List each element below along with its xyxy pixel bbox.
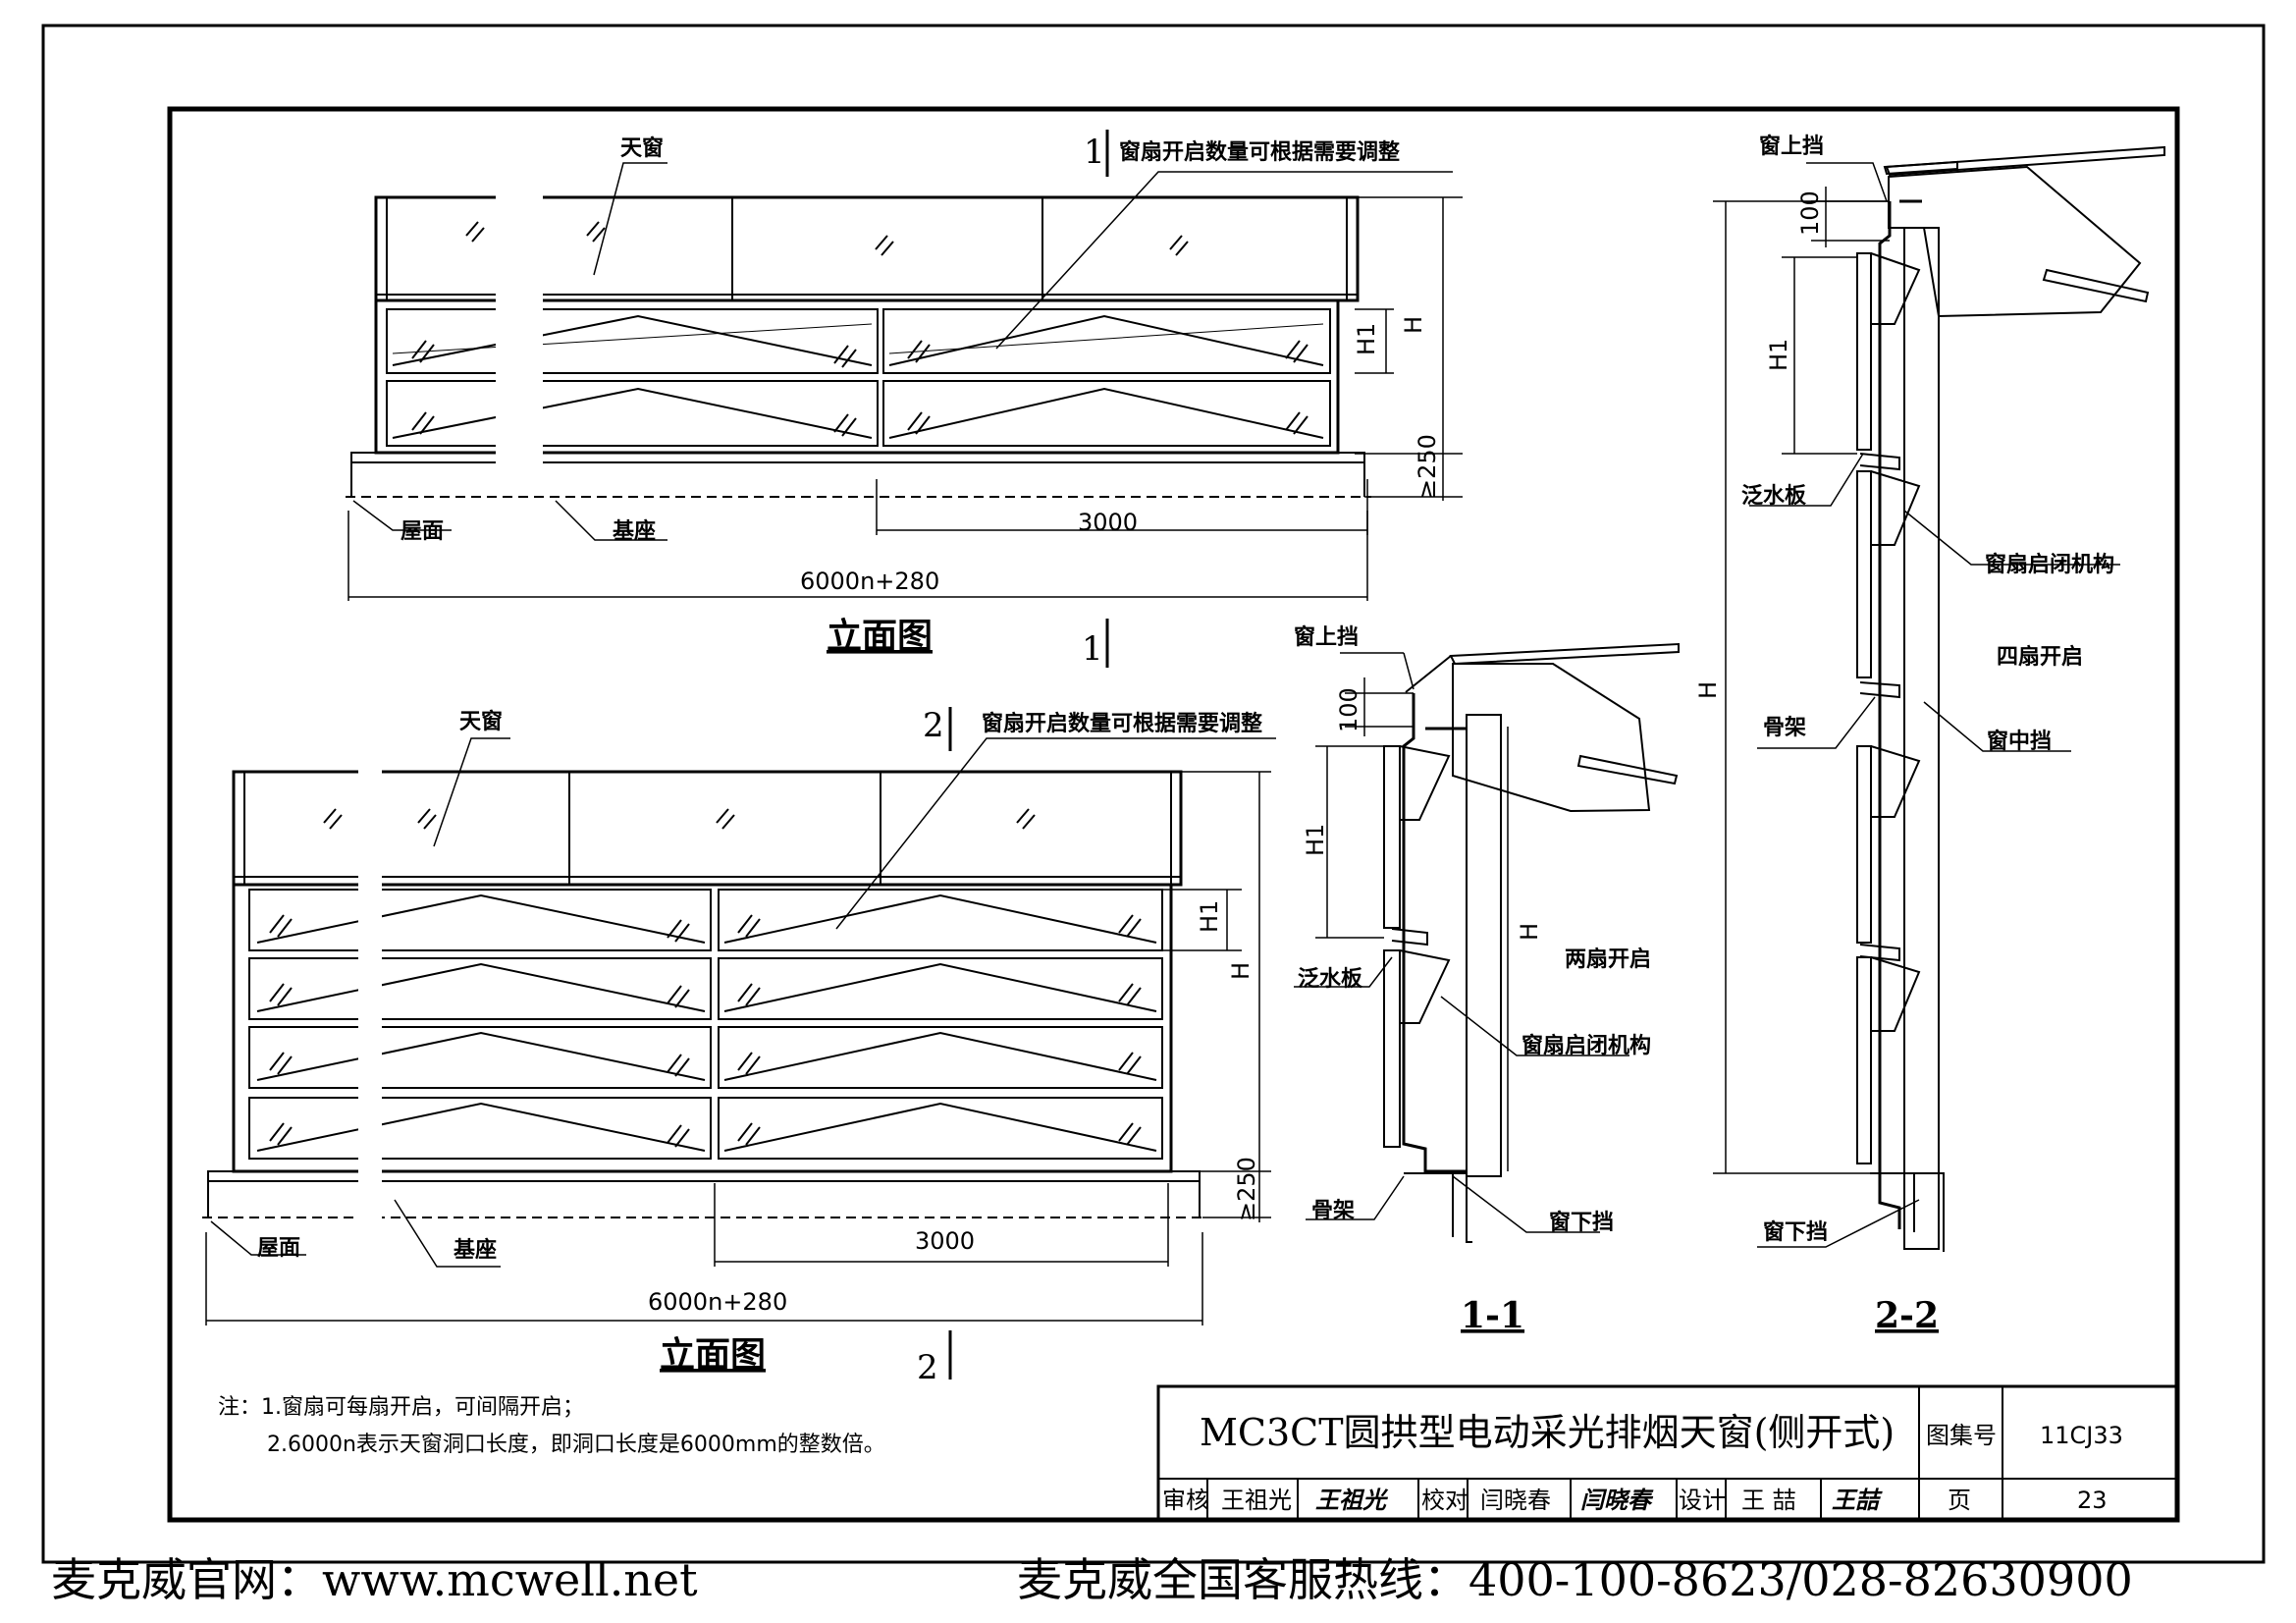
s22-frame: 骨架 <box>1763 715 1806 740</box>
e2-caption: 立面图 <box>660 1334 766 1376</box>
note-1: 注：1.窗扇可每扇开启，可间隔开启； <box>218 1395 584 1420</box>
e1-skylight-label: 天窗 <box>620 135 664 161</box>
e1-adjust-note: 窗扇开启数量可根据需要调整 <box>1119 139 1400 165</box>
e1-sec-top: 1 <box>1084 133 1105 172</box>
e1-dim-H: H <box>1400 316 1427 334</box>
footer-hotline: 麦克威全国客服热线：400-100-8623/028-82630900 <box>1017 1553 2133 1606</box>
s11-caption: 1-1 <box>1461 1295 1524 1336</box>
check-signature: 闫晓春 <box>1580 1487 1654 1514</box>
e1-dim-3000: 3000 <box>1078 509 1138 536</box>
outer-border <box>41 24 2266 1564</box>
section-2-2 <box>1713 145 2165 1252</box>
design-label: 设计 <box>1679 1487 1726 1514</box>
s11-dim-H1: H1 <box>1302 824 1329 856</box>
e2-dim-total: 6000n+280 <box>648 1288 787 1316</box>
s22-middle-stop: 窗中挡 <box>1987 729 2052 754</box>
section-1-1 <box>1294 642 1680 1243</box>
elevation-2 <box>202 707 1276 1380</box>
design-signature: 王喆 <box>1832 1487 1883 1514</box>
s22-dim-H1: H1 <box>1765 339 1792 371</box>
s22-four-open: 四扇开启 <box>1997 644 2083 670</box>
s11-two-open: 两扇开启 <box>1565 947 1651 972</box>
e1-dim-H1: H1 <box>1353 323 1380 355</box>
check-label: 校对 <box>1421 1487 1468 1514</box>
e2-dim-H: H <box>1227 962 1255 980</box>
footer-website: 麦克威官网：www.mcwell.net <box>51 1553 698 1606</box>
review-signature: 王祖光 <box>1315 1487 1389 1514</box>
e2-dim-H1: H1 <box>1196 900 1223 933</box>
s22-upper-stop: 窗上挡 <box>1759 134 1824 159</box>
e1-dim-total: 6000n+280 <box>800 568 939 595</box>
atlas-number: 11CJ33 <box>2040 1422 2123 1449</box>
design-name: 王 喆 <box>1741 1487 1796 1514</box>
s22-caption: 2-2 <box>1875 1295 1939 1336</box>
elevation-1 <box>346 130 1463 668</box>
e2-sec-bottom: 2 <box>917 1348 938 1387</box>
check-name: 闫晓春 <box>1480 1487 1551 1514</box>
s11-frame: 骨架 <box>1311 1198 1355 1223</box>
e2-dim-3000: 3000 <box>915 1227 975 1255</box>
s22-dim-100: 100 <box>1796 190 1824 236</box>
s22-mechanism: 窗扇启闭机构 <box>1985 552 2114 577</box>
e2-adjust-note: 窗扇开启数量可根据需要调整 <box>982 711 1262 736</box>
note-2: 2.6000n表示天窗洞口长度，即洞口长度是6000mm的整数倍。 <box>267 1433 885 1457</box>
e2-skylight-label: 天窗 <box>459 709 503 734</box>
s11-lower-stop: 窗下挡 <box>1549 1210 1614 1235</box>
s22-flashing: 泛水板 <box>1741 484 1807 509</box>
e1-sec-bottom: 1 <box>1082 629 1103 669</box>
s22-lower-stop: 窗下挡 <box>1763 1219 1828 1245</box>
s22-dim-H: H <box>1694 681 1722 699</box>
s11-dim-H: H <box>1516 923 1543 941</box>
s11-upper-stop: 窗上挡 <box>1294 624 1359 650</box>
title-block-title: MC3CT圆拱型电动采光排烟天窗(侧开式) <box>1200 1411 1895 1454</box>
page-label: 页 <box>1948 1487 1971 1514</box>
e2-base-label: 基座 <box>454 1237 497 1263</box>
atlas-label: 图集号 <box>1926 1422 1997 1449</box>
review-name: 王祖光 <box>1221 1487 1292 1514</box>
e1-dim-250: ≥250 <box>1414 434 1441 499</box>
title-block <box>1156 1384 2179 1522</box>
page-number: 23 <box>2077 1487 2108 1514</box>
e2-sec-top: 2 <box>923 706 944 745</box>
e2-roof-label: 屋面 <box>257 1236 300 1261</box>
e1-caption: 立面图 <box>827 616 933 657</box>
s11-mechanism: 窗扇启闭机构 <box>1522 1033 1651 1058</box>
review-label: 审核 <box>1162 1487 1209 1514</box>
e1-roof-label: 屋面 <box>400 519 444 544</box>
e2-dim-250: ≥250 <box>1233 1157 1260 1221</box>
s11-dim-100: 100 <box>1335 687 1362 732</box>
e1-base-label: 基座 <box>613 518 656 544</box>
s11-flashing: 泛水板 <box>1298 967 1363 992</box>
